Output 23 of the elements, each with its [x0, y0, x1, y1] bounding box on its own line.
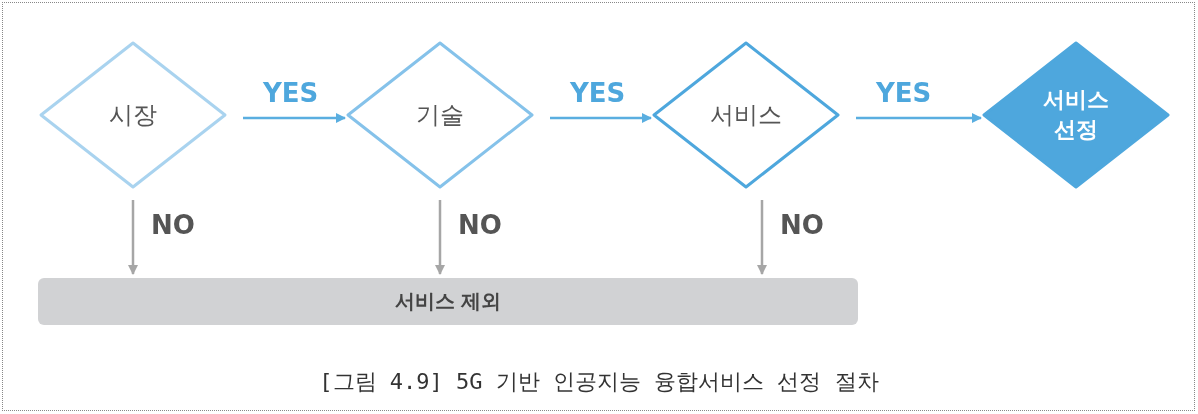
arrow [856, 113, 982, 123]
edge-label: NO [151, 212, 195, 238]
node-label: 기술 [416, 99, 464, 131]
arrow [128, 200, 138, 275]
node-label: 서비스 [710, 99, 782, 131]
node-label: 서비스 제외 [394, 287, 502, 315]
edge-label: YES [570, 80, 626, 106]
result-bar [38, 278, 858, 325]
decision-diamond [981, 40, 1171, 190]
caption: [그림 4.9] 5G 기반 인공지능 융합서비스 선정 절차 [318, 368, 880, 396]
node-label: 서비스 선정 [1042, 85, 1110, 144]
edge-label: NO [458, 212, 502, 238]
edge-label: NO [780, 212, 824, 238]
node-label: 시장 [109, 99, 157, 131]
arrow [550, 113, 652, 123]
edge-label: YES [876, 80, 932, 106]
arrow [435, 200, 445, 275]
decision-diamond [345, 40, 535, 190]
arrow [243, 113, 346, 123]
decision-diamond [38, 40, 228, 190]
edge-label: YES [263, 80, 319, 106]
decision-diamond [651, 40, 841, 190]
arrow [757, 200, 767, 275]
